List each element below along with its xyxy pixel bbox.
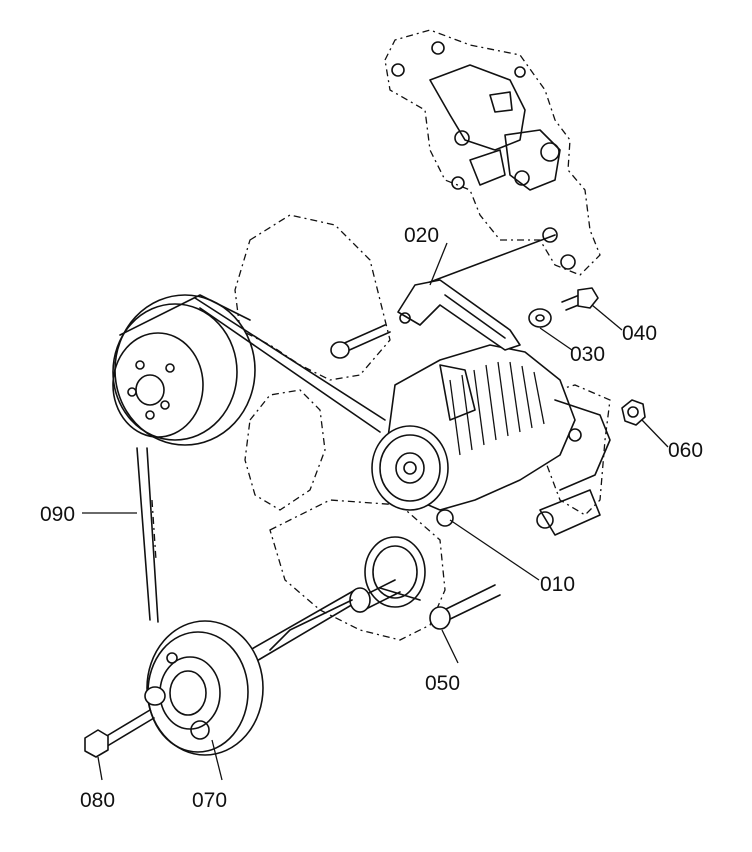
callout-030: 030 — [570, 343, 605, 366]
washer — [528, 308, 552, 328]
callout-050: 050 — [425, 672, 460, 695]
callout-090: 090 — [40, 503, 75, 526]
leader-lines — [82, 242, 669, 781]
callout-070: 070 — [192, 789, 227, 812]
v-belt — [136, 297, 386, 663]
gear-case-outline — [234, 214, 611, 641]
adjusting-bolt — [561, 287, 599, 311]
callout-080: 080 — [80, 789, 115, 812]
callout-060: 060 — [668, 439, 703, 462]
flange-nut — [621, 399, 646, 426]
bracket-bolt — [330, 324, 391, 359]
fan-pulley — [112, 294, 256, 446]
callout-040: 040 — [622, 322, 657, 345]
crank-pulley — [144, 620, 264, 756]
callout-010: 010 — [540, 573, 575, 596]
engine-mount-bracket — [384, 29, 601, 276]
callout-020: 020 — [404, 224, 439, 247]
pulley-bolt — [84, 709, 155, 758]
crank-shaft — [269, 536, 426, 651]
adjusting-bracket — [397, 234, 556, 351]
through-bolt — [429, 584, 501, 630]
alternator — [371, 344, 611, 536]
